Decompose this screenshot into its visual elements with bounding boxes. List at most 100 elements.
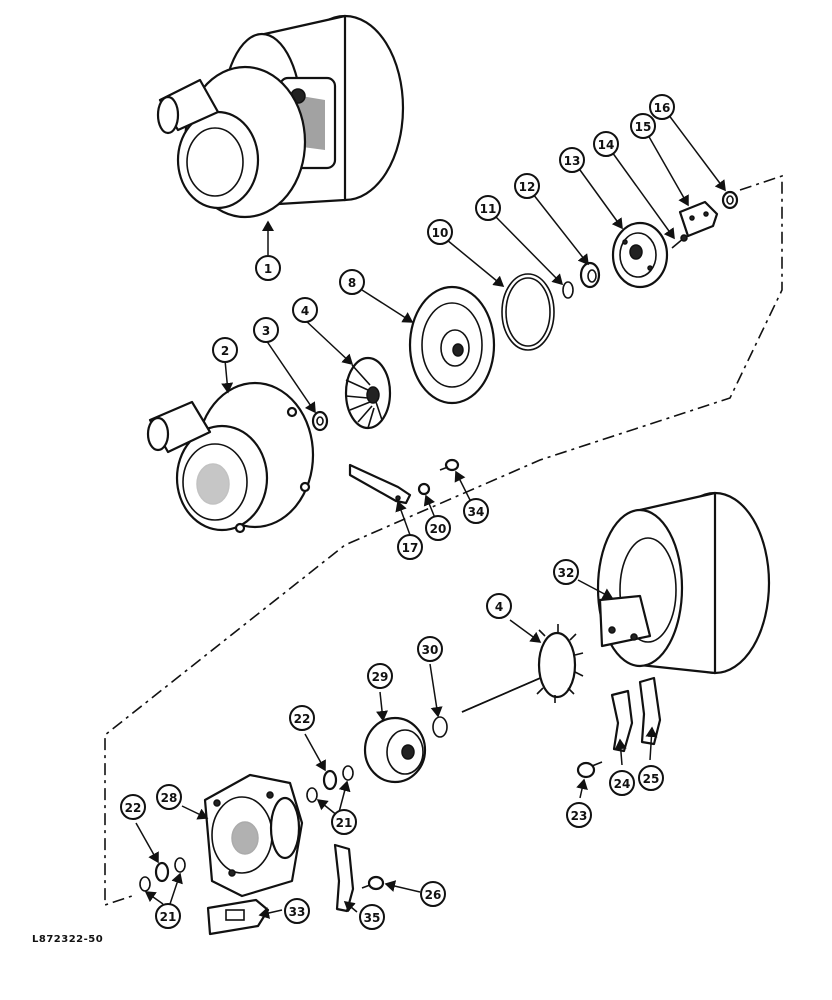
callout-15: 15 — [630, 113, 656, 139]
gasket — [206, 898, 270, 936]
callout-circle — [425, 515, 451, 541]
callout-3: 3 — [253, 317, 279, 343]
clamp-plate-35 — [333, 843, 355, 913]
clamp-plate-24 — [610, 689, 634, 753]
callout-number: 20 — [430, 522, 447, 536]
callout-30: 30 — [417, 636, 443, 662]
callout-number: 12 — [519, 180, 536, 194]
callout-number: 24 — [614, 777, 631, 791]
callout-number: 23 — [571, 809, 588, 823]
screw-15 — [671, 234, 688, 249]
callout-circle — [427, 219, 453, 245]
callout-14: 14 — [593, 131, 619, 157]
callout-circle — [514, 173, 540, 199]
callout-20: 20 — [425, 515, 451, 541]
thrust-bearing — [611, 221, 669, 289]
nut-20 — [721, 190, 739, 210]
part-callouts: 1234810111213141516172034324302922282122… — [120, 94, 675, 930]
callout-number: 26 — [425, 888, 442, 902]
callout-number: 2 — [221, 344, 229, 358]
callout-circle — [253, 317, 279, 343]
callout-number: 28 — [161, 791, 178, 805]
callout-number: 30 — [422, 643, 439, 657]
callout-circle — [593, 131, 619, 157]
callout-34: 34 — [463, 498, 489, 524]
callout-number: 15 — [635, 120, 652, 134]
heat-shield — [363, 716, 427, 784]
callout-35: 35 — [359, 904, 385, 930]
callout-number: 14 — [598, 138, 615, 152]
snap-ring-13 — [562, 281, 574, 299]
clamp-plate-11 — [348, 463, 412, 505]
callout-number: 34 — [468, 505, 485, 519]
callout-11: 11 — [475, 195, 501, 221]
callout-circle — [420, 881, 446, 907]
callout-23: 23 — [566, 802, 592, 828]
callout-4: 4 — [292, 297, 318, 323]
callout-circle — [284, 898, 310, 924]
callout-25: 25 — [638, 765, 664, 791]
callout-circle — [566, 802, 592, 828]
callout-circle — [255, 255, 281, 281]
lock-washer-34 — [417, 482, 431, 496]
callout-circle — [638, 765, 664, 791]
callout-10: 10 — [427, 219, 453, 245]
callout-33: 33 — [284, 898, 310, 924]
callout-29: 29 — [367, 663, 393, 689]
callout-number: 29 — [372, 670, 389, 684]
compressor-housing — [146, 381, 315, 534]
nut-3 — [311, 410, 329, 432]
callout-circle — [486, 593, 512, 619]
callout-circle — [630, 113, 656, 139]
callout-number: 4 — [301, 304, 309, 318]
callout-number: 22 — [125, 801, 142, 815]
callout-circle — [559, 147, 585, 173]
callout-number: 8 — [348, 276, 356, 290]
callout-number: 21 — [160, 910, 177, 924]
callout-circle — [155, 903, 181, 929]
callout-number: 13 — [564, 154, 581, 168]
callout-number: 11 — [480, 202, 497, 216]
journal-bearing-upper — [306, 765, 354, 803]
drawing-reference-code: L872322-50 — [32, 934, 104, 945]
clamp-plate-25 — [638, 676, 662, 746]
turbine-wheel-shaft — [461, 624, 584, 713]
journal-bearing-lower — [139, 857, 186, 892]
turbine-housing — [596, 491, 771, 675]
callout-8: 8 — [339, 269, 365, 295]
bolt-23 — [576, 761, 603, 779]
callout-circle — [649, 94, 675, 120]
o-ring — [501, 273, 555, 351]
thrust-collar — [579, 261, 601, 289]
callout-circle — [367, 663, 393, 689]
callout-number: 21 — [336, 816, 353, 830]
callout-2: 2 — [212, 337, 238, 363]
callout-22: 22 — [120, 794, 146, 820]
callout-circle — [463, 498, 489, 524]
callout-number: 25 — [643, 772, 660, 786]
piston-ring — [432, 716, 448, 738]
callout-circle — [359, 904, 385, 930]
callout-21: 21 — [155, 903, 181, 929]
callout-number: 3 — [262, 324, 270, 338]
callout-circle — [212, 337, 238, 363]
callout-28: 28 — [156, 784, 182, 810]
callout-24: 24 — [609, 770, 635, 796]
callout-circle — [120, 794, 146, 820]
callout-number: 4 — [495, 600, 503, 614]
callout-13: 13 — [559, 147, 585, 173]
callout-circle — [609, 770, 635, 796]
callout-12: 12 — [514, 173, 540, 199]
compressor-wheel — [344, 356, 392, 430]
callout-number: 16 — [654, 101, 671, 115]
callout-circle — [339, 269, 365, 295]
callout-4: 4 — [486, 593, 512, 619]
callout-number: 10 — [432, 226, 449, 240]
center-housing — [203, 773, 304, 898]
callout-circle — [417, 636, 443, 662]
callout-circle — [475, 195, 501, 221]
callout-circle — [331, 809, 357, 835]
turbocharger-assembly — [156, 14, 405, 219]
callout-circle — [156, 784, 182, 810]
